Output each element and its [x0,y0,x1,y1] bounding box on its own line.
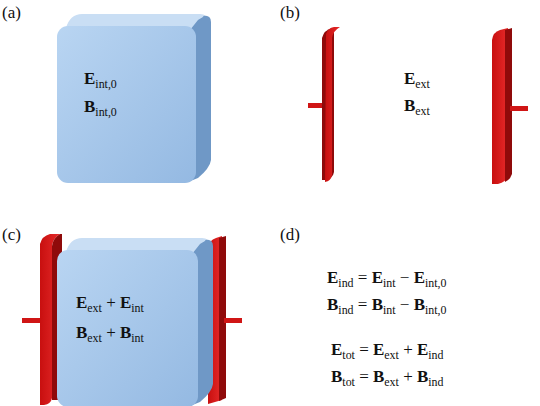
panel-label: (b) [280,4,300,23]
field-label: Bint,0 [84,98,117,117]
medium-cube: Eext + EintBext + Bint [56,236,214,406]
equation: Eind = Eint − Eint,0 [327,269,446,288]
capacitor-plate [492,28,528,184]
field-label: Eint,0 [84,70,117,89]
field-label: Eext + Eint [76,294,144,313]
capacitor-plate [308,27,340,182]
equation: Etot = Eext + Eind [331,341,444,360]
panel-label: (d) [280,226,300,245]
panel-label: (a) [2,4,21,23]
medium-cube [56,12,212,184]
capacitor-plate [22,234,62,405]
field-label: Eext [404,70,430,89]
capacitor-plate [208,236,242,404]
equation: Btot = Bext + Bind [331,368,444,387]
medium-cube: Eint,0Bint,0 [56,12,212,184]
field-label: Bext [404,97,430,116]
panel-label: (c) [2,226,21,245]
equation: Bind = Bint − Bint,0 [327,296,446,315]
field-label: Bext + Bint [76,324,144,343]
medium-cube [56,236,214,406]
